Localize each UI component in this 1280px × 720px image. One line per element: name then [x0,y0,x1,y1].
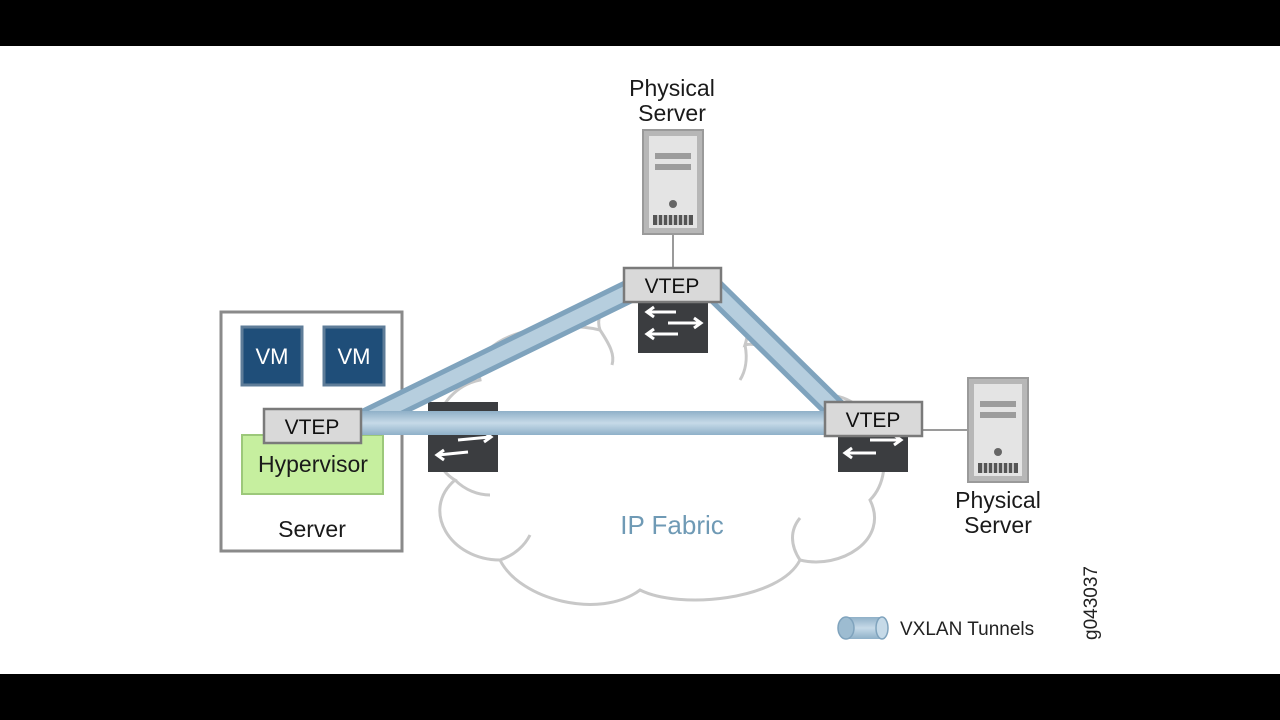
tower-server-icon-top [642,129,704,235]
vm-label-1: VM [256,344,289,369]
vxlan-tunnels [348,278,850,435]
hypervisor-box: Hypervisor [241,434,384,495]
physical-server-right-label-line1: Physical [955,487,1041,513]
physical-server-right-label-line2: Server [964,512,1032,538]
switch-icon-top [638,298,708,353]
vtep-box-top: VTEP [622,266,723,304]
figure-code: g043037 [1081,566,1102,640]
legend-vxlan: VXLAN Tunnels [837,616,1034,640]
server-label: Server [278,516,346,542]
diagram-canvas: IP Fabric VM [0,46,1280,674]
vtep-box-left: VTEP [262,407,363,445]
vm-label-2: VM [338,344,371,369]
vm-box-2: VM [322,325,386,387]
vtep-label-top: VTEP [645,275,700,298]
vtep-label-right: VTEP [846,409,901,432]
vm-box-1: VM [240,325,304,387]
hypervisor-label: Hypervisor [258,451,368,477]
physical-server-top-label-line2: Server [638,100,706,126]
tower-server-icon-right [967,377,1029,483]
ip-fabric-label: IP Fabric [620,510,724,540]
vtep-label-left: VTEP [285,416,340,439]
physical-server-top-label-line1: Physical [629,75,715,101]
vtep-box-right: VTEP [823,400,924,438]
tunnel-legend-icon [837,616,889,640]
legend-vxlan-label: VXLAN Tunnels [900,619,1034,640]
vxlan-diagram: IP Fabric VM [219,75,1102,640]
